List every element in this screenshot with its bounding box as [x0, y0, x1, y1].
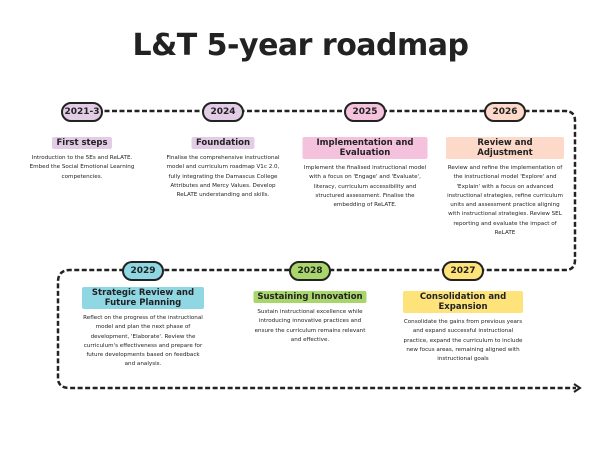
milestone-description: Finalise the comprehensive instructional… [166, 155, 280, 199]
milestone-content: Sustaining Innovation Sustain instructio… [253, 291, 368, 345]
milestone-heading: Consolidation and Expansion [403, 291, 523, 313]
milestone-content: Strategic Review and Future Planning Ref… [82, 287, 204, 370]
milestone-description: Review and refine the implementation of … [447, 165, 563, 237]
milestone-content: Foundation Finalise the comprehensive in… [166, 137, 281, 200]
milestone-content: Implementation and Evaluation Implement … [302, 137, 428, 210]
milestone-description: Consolidate the gains from previous year… [403, 319, 523, 363]
milestone-description: Reflect on the progress of the instructi… [83, 315, 203, 368]
milestone-content: Review and Adjustment Review and refine … [446, 137, 564, 238]
year-pill: 2026 [484, 102, 526, 122]
milestone-description: Introduction to the 5Es and ReLATE. Embe… [29, 155, 135, 180]
year-pill: 2028 [289, 261, 331, 281]
year-pill: 2029 [122, 261, 164, 281]
milestone-heading: Sustaining Innovation [253, 291, 367, 303]
milestone-description: Implement the finalised instructional mo… [303, 165, 427, 209]
milestone-description: Sustain instructional excellence while i… [254, 309, 366, 343]
milestone-heading: Foundation [191, 137, 255, 149]
milestone-heading: Strategic Review and Future Planning [82, 287, 204, 309]
milestone-heading: Review and Adjustment [446, 137, 564, 159]
year-pill: 2027 [442, 261, 484, 281]
page-title: L&T 5-year roadmap [132, 28, 470, 63]
milestone-content: Consolidation and Expansion Consolidate … [403, 291, 523, 364]
arrow-head-icon [573, 383, 582, 393]
milestone-heading: Implementation and Evaluation [302, 137, 428, 159]
milestone-content: First steps Introduction to the 5Es and … [26, 137, 138, 182]
milestone-heading: First steps [52, 137, 112, 149]
year-pill: 2024 [202, 102, 244, 122]
year-pill: 2021-3 [61, 102, 103, 122]
year-pill: 2025 [344, 102, 386, 122]
